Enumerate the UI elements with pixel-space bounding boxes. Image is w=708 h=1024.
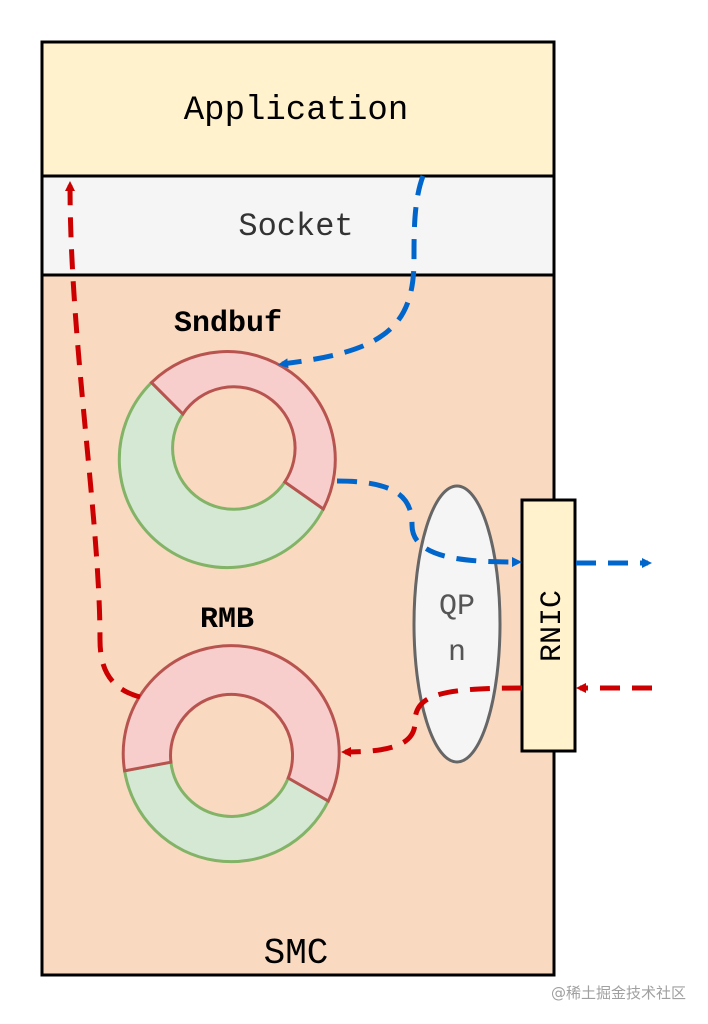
queue-pair-label-line1: QP (439, 590, 475, 624)
queue-pair-ellipse (412, 484, 502, 764)
application-block (40, 40, 556, 178)
rmb-free-segment (122, 760, 331, 864)
send-path-socket-to-sndbuf (278, 175, 426, 369)
rmb-used-segment (121, 644, 341, 804)
sndbuf-label: Sndbuf (174, 307, 282, 341)
rmb-label: RMB (200, 603, 254, 637)
receive-path-rnic-to-rmb (341, 685, 523, 757)
rmb-ring (121, 644, 341, 864)
send-path-sndbuf-to-rnic (336, 478, 522, 567)
socket-block (40, 174, 556, 277)
rnic-box (520, 498, 577, 753)
queue-pair-label-line2: n (448, 636, 466, 670)
smc-label: SMC (264, 933, 329, 974)
watermark: @稀土掘金技术社区 (551, 984, 686, 1002)
socket-label: Socket (238, 208, 353, 245)
rnic-label: RNIC (536, 590, 570, 662)
application-label: Application (184, 92, 408, 130)
sndbuf-ring (117, 350, 337, 570)
sndbuf-used-segment (149, 350, 337, 512)
sndbuf-free-segment (117, 380, 326, 570)
receive-path-rmb-to-application (65, 181, 141, 700)
